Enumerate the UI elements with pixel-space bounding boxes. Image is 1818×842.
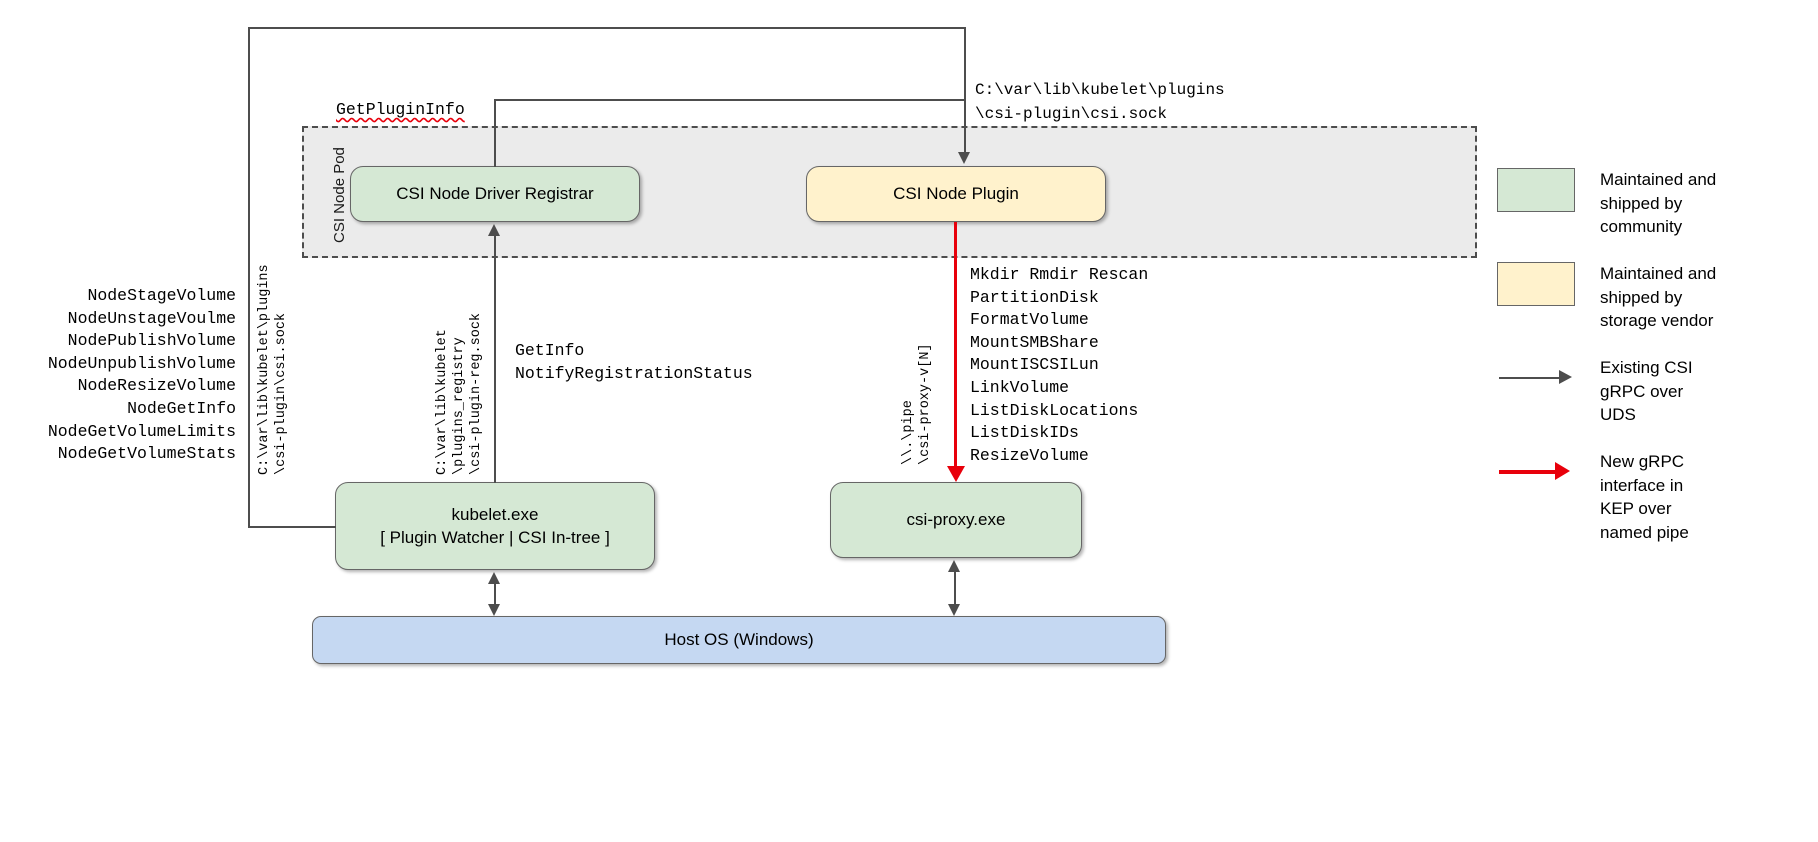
- edge-kubelet-hostos-arrow-up: [488, 572, 500, 584]
- legend-item-community: Maintained and shipped by community: [1497, 168, 1716, 239]
- legend-arrow-grey-shaft: [1499, 377, 1561, 379]
- label-kubelet-csi-sock-vertical: C:\var\lib\kubelet\plugins \csi-plugin\c…: [257, 264, 289, 475]
- edge-getplugininfo-riser: [494, 99, 496, 167]
- label-named-pipe-vertical: \\.\pipe \csi-proxy-v[N]: [901, 343, 933, 465]
- csi-proxy-label: csi-proxy.exe: [906, 510, 1006, 530]
- edge-kubelet-to-plugin-descender: [964, 27, 966, 154]
- legend-swatch-green: [1497, 168, 1575, 212]
- legend-item-existing-grpc: Existing CSI gRPC over UDS: [1497, 356, 1693, 427]
- edge-csiproxy-hostos-line: [954, 570, 956, 608]
- legend-arrow-grey: [1497, 356, 1575, 400]
- kubelet-subtitle: [ Plugin Watcher | CSI In-tree ]: [380, 528, 610, 547]
- legend-item-storage-vendor: Maintained and shipped by storage vendor: [1497, 262, 1716, 333]
- legend-label-new-grpc: New gRPC interface in KEP over named pip…: [1600, 452, 1689, 542]
- node-csi-proxy-exe[interactable]: csi-proxy.exe: [830, 482, 1082, 558]
- legend-arrow-red-head: [1555, 462, 1570, 480]
- legend-label-storage-vendor: Maintained and shipped by storage vendor: [1600, 264, 1717, 330]
- legend-arrow-grey-head: [1559, 370, 1572, 384]
- node-registrar-label: CSI Node Driver Registrar: [396, 184, 594, 204]
- node-kubelet-exe[interactable]: kubelet.exe [ Plugin Watcher | CSI In-tr…: [335, 482, 655, 570]
- edge-kubelet-hostos-line: [494, 582, 496, 608]
- edge-kubelet-hostos-arrow-down: [488, 604, 500, 616]
- legend-item-new-grpc: New gRPC interface in KEP over named pip…: [1497, 450, 1689, 544]
- label-registrar-calls: GetInfo NotifyRegistrationStatus: [515, 341, 753, 383]
- edge-kubelet-to-plugin-riser: [248, 27, 250, 527]
- edge-getplugininfo-horizontal: [494, 99, 966, 101]
- legend-label-existing-grpc: Existing CSI gRPC over UDS: [1600, 358, 1693, 424]
- label-csi-proxy-rpcs: Mkdir Rmdir Rescan PartitionDisk FormatV…: [970, 265, 1149, 465]
- edge-kubelet-to-plugin-left-stub: [248, 526, 336, 528]
- legend-arrow-red-shaft: [1499, 470, 1557, 474]
- edge-kubelet-to-registrar-arrowhead: [488, 224, 500, 236]
- edge-plugin-to-csiproxy-arrowhead: [947, 466, 965, 482]
- legend-label-community: Maintained and shipped by community: [1600, 170, 1717, 236]
- node-host-os[interactable]: Host OS (Windows): [312, 616, 1166, 664]
- edge-plugin-to-csiproxy-line: [954, 222, 958, 468]
- edge-csiproxy-hostos-arrow-up: [948, 560, 960, 572]
- kubelet-title: kubelet.exe: [451, 504, 539, 524]
- edge-csiproxy-hostos-arrow-down: [948, 604, 960, 616]
- csi-node-pod-label: CSI Node Pod: [331, 147, 348, 243]
- edge-kubelet-to-registrar-line: [494, 235, 496, 483]
- legend-swatch-yellow: [1497, 262, 1575, 306]
- label-plugins-registry-vertical: C:\var\lib\kubelet \plugins_registry \cs…: [435, 312, 484, 475]
- label-get-plugin-info: GetPluginInfo: [336, 100, 465, 119]
- label-node-service-rpcs: NodeStageVolume NodeUnstageVoulme NodePu…: [47, 286, 236, 464]
- node-csi-node-driver-registrar[interactable]: CSI Node Driver Registrar: [350, 166, 640, 222]
- host-os-label: Host OS (Windows): [664, 630, 814, 650]
- node-csi-node-plugin[interactable]: CSI Node Plugin: [806, 166, 1106, 222]
- label-csi-sock-path: C:\var\lib\kubelet\plugins \csi-plugin\c…: [975, 81, 1225, 123]
- node-csi-node-plugin-label: CSI Node Plugin: [893, 184, 1019, 204]
- edge-kubelet-to-plugin-arrowhead: [958, 152, 970, 164]
- legend-arrow-red: [1497, 450, 1575, 494]
- edge-kubelet-to-plugin-top: [248, 27, 966, 29]
